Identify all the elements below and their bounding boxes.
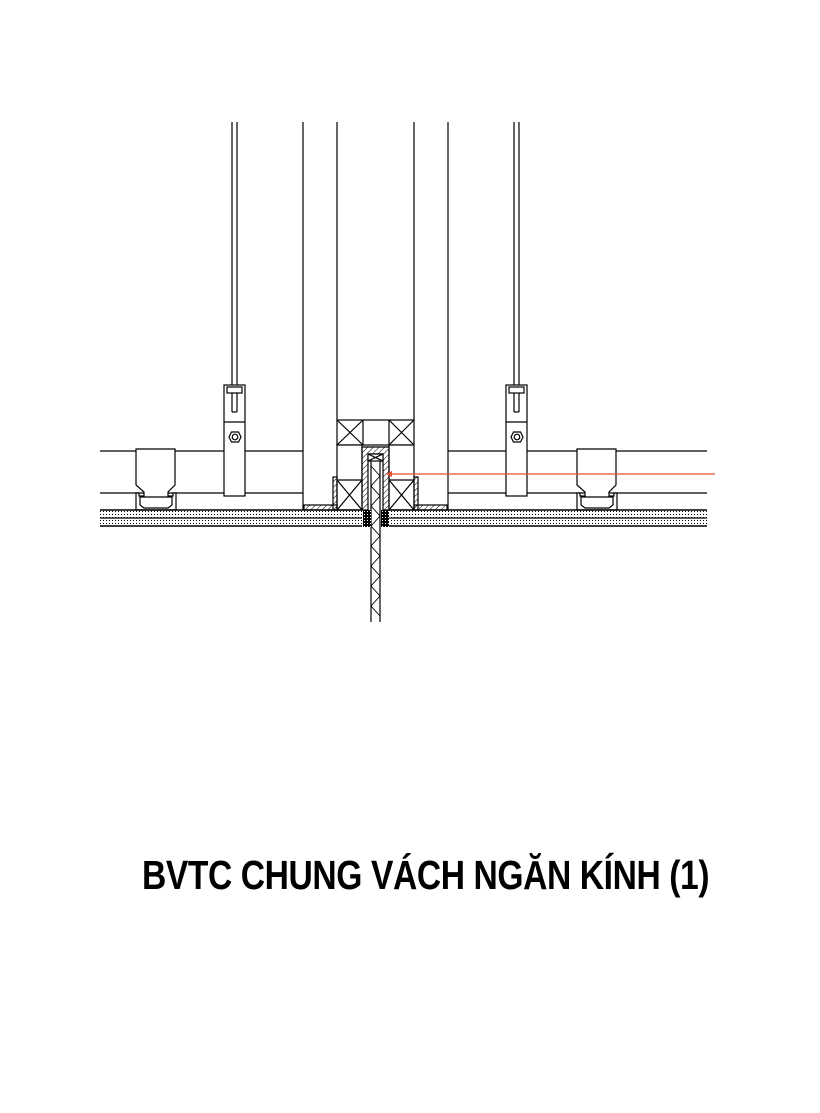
ceiling-hanger-rod-left [231,122,238,386]
glass-panel [370,461,381,622]
ceiling-hanger-rod-right [513,122,520,386]
gypsum-ceiling-board [100,509,707,527]
drawing-title: BVTC CHUNG VÁCH NGĂN KÍNH (1) [142,852,710,898]
partition-mullion-left [302,122,338,510]
leader-line [386,471,715,477]
hanger-clip-left [223,384,246,497]
hanger-clip-right [505,384,528,497]
timber-blocking [303,419,448,511]
ceiling-tee-left [135,448,177,511]
partition-mullion-right [413,122,449,510]
sealant [363,510,389,527]
ceiling-tee-right [576,448,618,511]
u-channel-head [361,446,390,511]
